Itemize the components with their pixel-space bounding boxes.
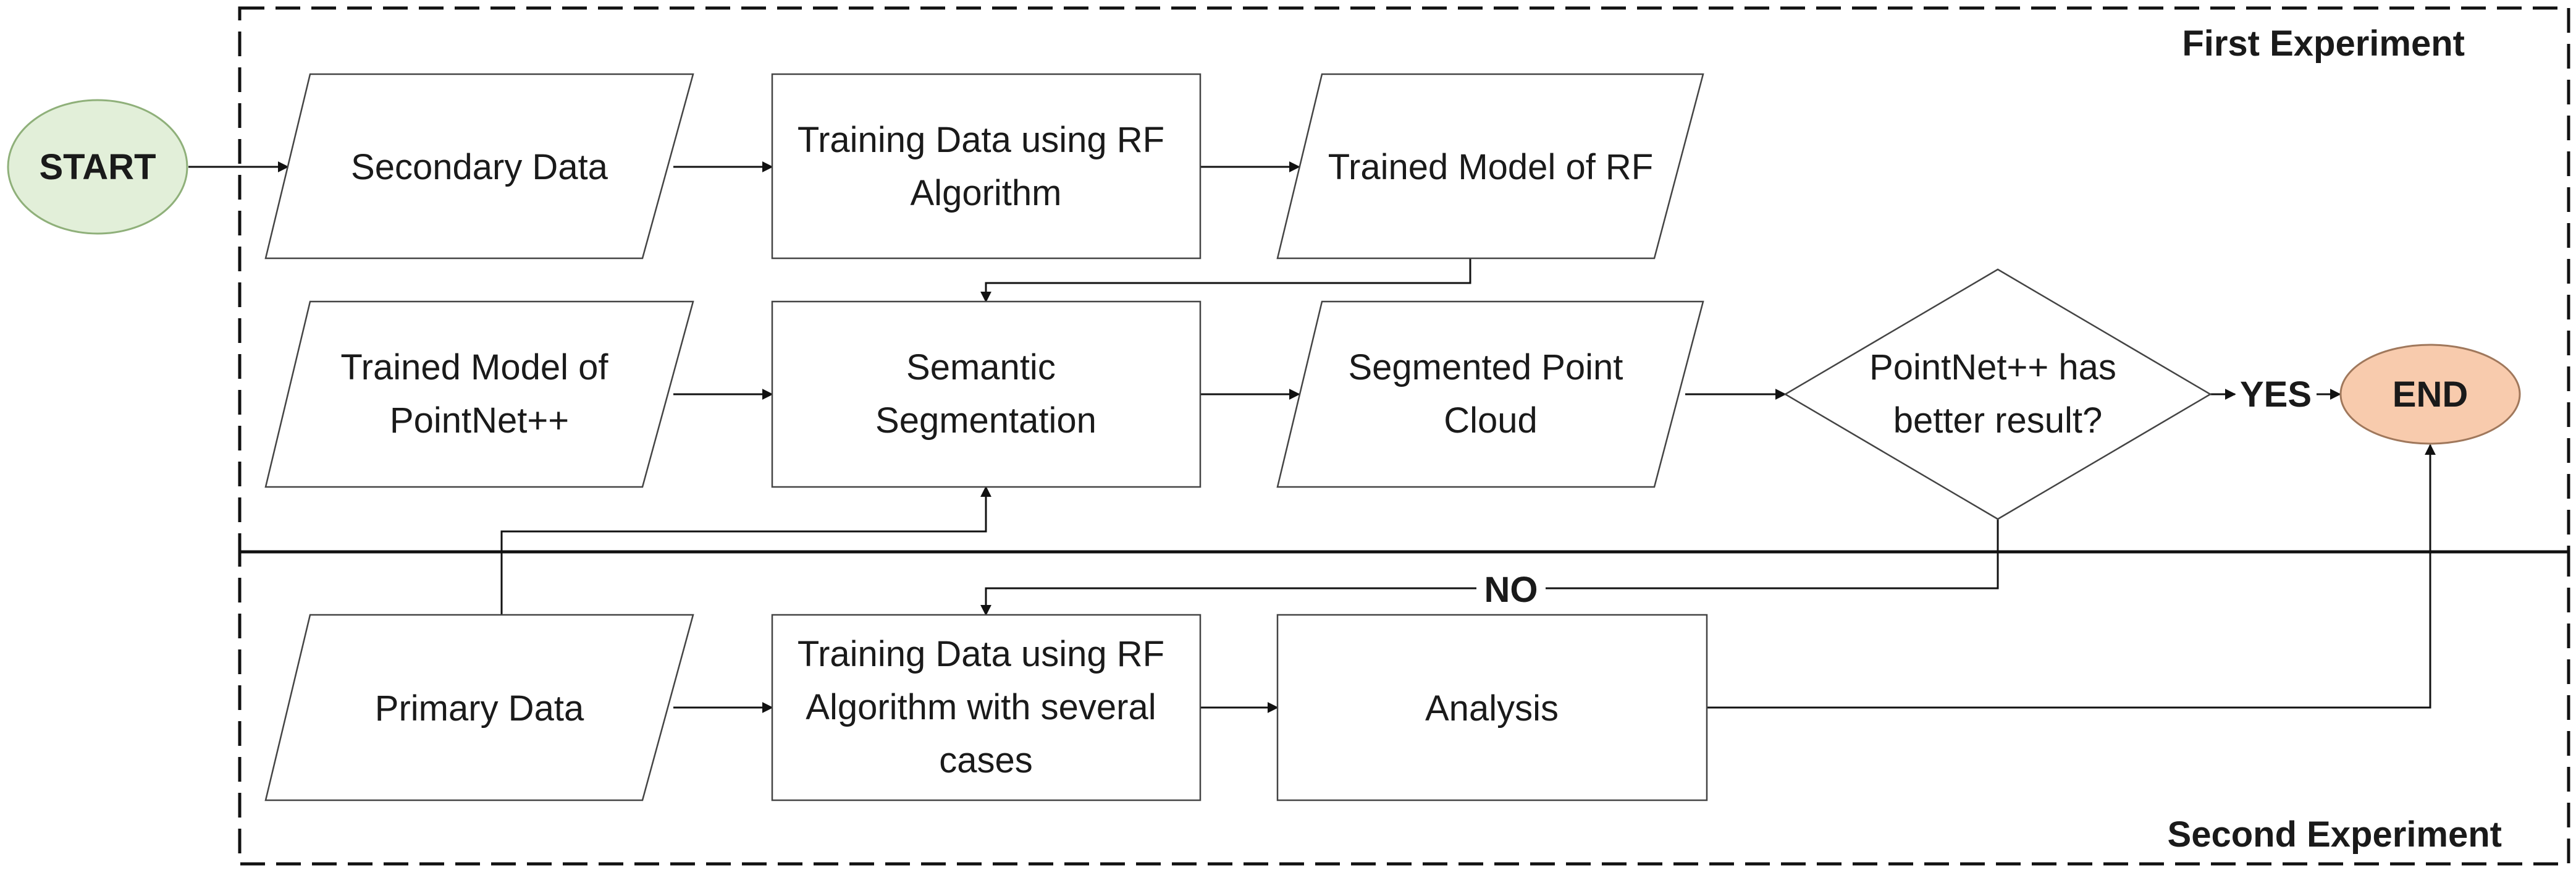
- second-experiment-region: [238, 550, 2570, 866]
- svg-text:Analysis: Analysis: [1425, 688, 1559, 729]
- training-rf-cases-node: Training Data using RF Algorithm with se…: [771, 614, 1202, 801]
- no-label-bg: [1476, 566, 1546, 611]
- yes-label: YES: [2240, 374, 2312, 415]
- semantic-seg-line-2: Segmentation: [875, 400, 1096, 441]
- segmented-cloud-line-1: Segmented Point: [1348, 347, 1623, 387]
- trained-rf-node: Trained Model of RF: [1276, 73, 1704, 260]
- svg-text:Training Data using RF A: Training Data using RF Algorithm with se…: [798, 634, 1174, 780]
- edge-primary-to-semantic: [500, 486, 991, 615]
- svg-text:Trained Model of PointNe: Trained Model of PointNet++: [340, 347, 618, 441]
- end-ellipse: [2339, 344, 2521, 445]
- edge-trainedrf-to-semantic: [980, 258, 1471, 303]
- end-label: END: [2393, 374, 2468, 415]
- primary-data-node: Primary Data: [264, 614, 694, 801]
- secondary-data-line-1: Secondary Data: [351, 147, 608, 187]
- trained-pointnet-line-1: Trained Model of: [340, 347, 608, 387]
- semantic-segmentation-node: Semantic Segmentation: [771, 300, 1202, 488]
- training-rf-cases-line-2: Algorithm with several: [806, 687, 1156, 727]
- no-label: NO: [1484, 570, 1538, 610]
- training-rf-line-1: Training Data using RF: [798, 120, 1164, 160]
- training-rf-node: Training Data using RF Algorithm: [771, 73, 1202, 260]
- decision-line-2: better result?: [1893, 400, 2103, 441]
- svg-text:Primary Data: Primary Data: [375, 688, 584, 729]
- analysis-line-1: Analysis: [1425, 688, 1559, 729]
- training-rf-line-2: Algorithm: [911, 173, 1062, 213]
- svg-text:PointNet++ has better re: PointNet++ has better result?: [1869, 347, 2126, 441]
- svg-text:Segmented Point Cloud: Segmented Point Cloud: [1348, 347, 1633, 441]
- segmented-cloud-node: Segmented Point Cloud: [1276, 300, 1704, 488]
- primary-data-line-1: Primary Data: [375, 688, 584, 729]
- start-terminal: START: [7, 99, 188, 235]
- trained-pointnet-node: Trained Model of PointNet++: [264, 300, 694, 488]
- decision-line-1: PointNet++ has: [1869, 347, 2116, 387]
- svg-text:Secondary Data: Secondary Data: [351, 147, 608, 187]
- yes-label-bg: [2236, 371, 2315, 415]
- training-rf-cases-line-3: cases: [939, 740, 1033, 780]
- edge-analysis-to-end: [1707, 444, 2436, 709]
- first-experiment-label: First Experiment: [2182, 23, 2465, 64]
- second-experiment-label: Second Experiment: [2168, 814, 2502, 855]
- end-terminal: END: [2339, 344, 2521, 445]
- start-ellipse: [7, 99, 188, 235]
- training-rf-cases-line-1: Training Data using RF: [798, 634, 1164, 674]
- start-label: START: [39, 147, 156, 187]
- secondary-data-node: Secondary Data: [264, 73, 694, 260]
- analysis-node: Analysis: [1276, 614, 1708, 801]
- semantic-seg-line-1: Semantic: [906, 347, 1056, 387]
- trained-rf-line-1: Trained Model of RF: [1328, 147, 1654, 187]
- trained-pointnet-line-2: PointNet++: [390, 400, 569, 441]
- svg-text:Training Data using RF A: Training Data using RF Algorithm: [798, 120, 1174, 213]
- segmented-cloud-line-2: Cloud: [1444, 400, 1538, 441]
- svg-text:Trained Model of RF: Trained Model of RF: [1328, 147, 1654, 187]
- svg-text:Semantic Segmentation: Semantic Segmentation: [875, 347, 1096, 441]
- decision-node: PointNet++ has better result?: [1783, 268, 2212, 520]
